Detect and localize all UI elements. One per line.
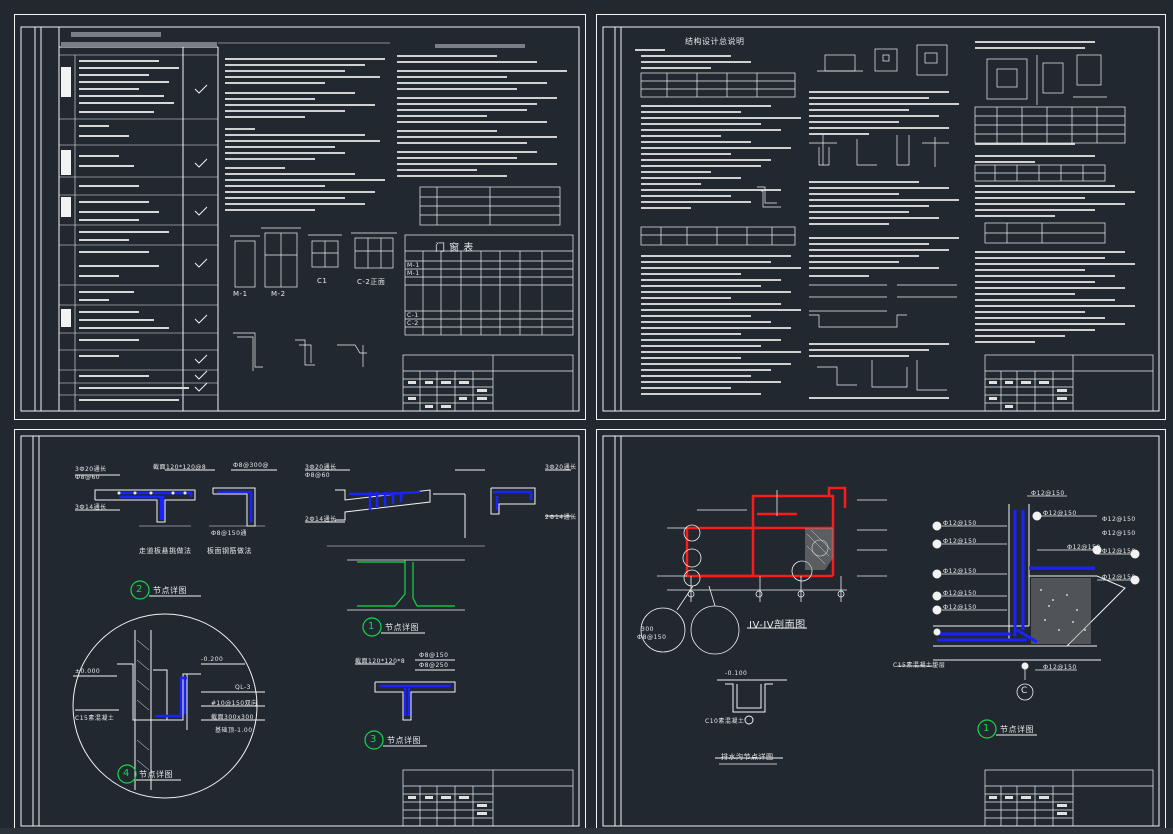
annotation-left-bar-2: Ф12@150 bbox=[943, 538, 977, 545]
annotation-stirrup-300: Ф8@300@ bbox=[233, 462, 269, 469]
detail-number-1: 1 bbox=[983, 723, 990, 734]
window-row-1: C-1 bbox=[407, 312, 419, 319]
detail-title-2: 节点详图 bbox=[153, 586, 187, 595]
axis-label-c: C bbox=[1021, 686, 1028, 696]
annotation-mid-bar: Ф12@150 bbox=[1067, 544, 1101, 551]
annotation-d4-section: 截面300x300 bbox=[211, 714, 254, 721]
drain-detail-caption: 排水沟节点详图 bbox=[721, 753, 774, 761]
caption-cantilever: 走道板悬挑做法 bbox=[139, 547, 192, 555]
annotation-top-bar-2: Ф12@150 bbox=[1031, 490, 1065, 497]
annotation-d4-concrete: C15素混凝土 bbox=[75, 715, 115, 722]
annotation-far-right-bottom: 2Ф14通长 bbox=[545, 514, 577, 521]
detail-number-2: 2 bbox=[136, 584, 143, 595]
detail-title-4: 节点详图 bbox=[139, 770, 173, 779]
door-label-m2: M-2 bbox=[271, 290, 286, 298]
annotation-d3-bars-b: Ф8@250 bbox=[419, 662, 449, 669]
annotation-right-bar-2: Ф12@150 bbox=[1102, 574, 1136, 581]
annotation-d4-elevation: 基础顶-1.00 bbox=[215, 727, 253, 734]
annotation-stirrup-150: Ф8@150通 bbox=[211, 530, 247, 537]
annotation-right-bar-4: Ф12@150 bbox=[1102, 530, 1136, 537]
drawing-sheet-top-right[interactable]: 结构设计总说明 bbox=[596, 14, 1166, 420]
annotation-d4-rebar: #10@150双向 bbox=[211, 700, 258, 707]
annotation-base-bars: Ф12@150 bbox=[1043, 664, 1077, 671]
annotation-bottom-bars: 3Ф14通长 bbox=[75, 504, 107, 511]
detail-title-3: 节点详图 bbox=[387, 736, 421, 745]
sheet-top-left-linework bbox=[20, 26, 580, 412]
detail-title-1: 节点详图 bbox=[1000, 725, 1034, 734]
window-label-c1: C1 bbox=[317, 277, 328, 285]
annotation-right-top-bars: 3Ф20通长 bbox=[305, 464, 337, 471]
annotation-right-stirrup: Ф8@60 bbox=[305, 472, 331, 479]
annotation-right-bottom-bars: 2Ф14通长 bbox=[305, 516, 337, 523]
annotation-d4-level: ±0.000 bbox=[75, 668, 101, 675]
door-row-1: M-1 bbox=[407, 262, 420, 269]
window-row-2: C-2 bbox=[407, 320, 419, 327]
door-window-table-title: 门 窗 表 bbox=[435, 243, 474, 254]
detail-number-1: 1 bbox=[368, 621, 375, 632]
annotation-circle-dim: 300 bbox=[641, 626, 654, 633]
annotation-top-bar-1: Ф12@150 bbox=[1043, 510, 1077, 517]
section-title: IV-IV剖面图 bbox=[749, 620, 806, 631]
annotation-left-bar-4: Ф12@150 bbox=[943, 590, 977, 597]
caption-slab-rebar: 板面钢筋做法 bbox=[207, 547, 252, 555]
annotation-stirrup-60: Ф8@60 bbox=[75, 474, 101, 481]
annotation-far-right-top: 3Ф20通长 bbox=[545, 464, 577, 471]
window-label-c2: C-2正面 bbox=[357, 278, 386, 286]
status-bar bbox=[0, 828, 1173, 834]
annotation-top-bars: 3Ф20通长 bbox=[75, 466, 107, 473]
drawing-sheet-bottom-right[interactable]: IV-IV剖面图 排水沟节点详图 1 节点详图 C C15素混凝土垫层 Ф12@… bbox=[596, 429, 1166, 829]
door-label-m1: M-1 bbox=[233, 290, 248, 298]
annotation-left-bar-3: Ф12@150 bbox=[943, 568, 977, 575]
detail-title-1: 节点详图 bbox=[385, 623, 419, 632]
annotation-d3-bars-a: Ф8@150 bbox=[419, 652, 449, 659]
general-notes-heading: 结构设计总说明 bbox=[685, 37, 745, 46]
annotation-d4-level-2: -0.200 bbox=[201, 656, 224, 663]
door-row-2: M-1 bbox=[407, 270, 420, 277]
annotation-right-bar-1: Ф12@150 bbox=[1102, 548, 1136, 555]
annotation-left-bar-1: Ф12@150 bbox=[943, 520, 977, 527]
annotation-left-bar-5: Ф12@150 bbox=[943, 604, 977, 611]
sheet-bottom-left-linework bbox=[20, 435, 580, 827]
annotation-drain-bottom: C10素混凝土 bbox=[705, 718, 745, 725]
sheet-top-right-linework bbox=[602, 26, 1160, 412]
annotation-d3-section: 截面120*120*8 bbox=[355, 658, 406, 665]
annotation-beam-section: 截面120*120@8 bbox=[153, 464, 207, 471]
annotation-base-layer: C15素混凝土垫层 bbox=[893, 662, 946, 669]
detail-number-3: 3 bbox=[370, 734, 377, 745]
drawing-sheet-top-left[interactable]: 门 窗 表 M-1 M-2 C1 C-2正面 M-1 M-1 C-1 C-2 bbox=[14, 14, 586, 420]
annotation-drain-level: -0.100 bbox=[725, 670, 748, 677]
annotation-right-bar-3: Ф12@150 bbox=[1102, 516, 1136, 523]
drawing-sheet-bottom-left[interactable]: 2 节点详图 1 节点详图 3 节点详图 4 节点详图 3Ф20通长 Ф8@60… bbox=[14, 429, 586, 829]
annotation-circle-bars: Ф8@150 bbox=[637, 634, 667, 641]
annotation-d4-ql: QL-3 bbox=[235, 684, 251, 691]
sheet-bottom-right-linework bbox=[602, 435, 1160, 827]
detail-number-4: 4 bbox=[123, 768, 130, 779]
